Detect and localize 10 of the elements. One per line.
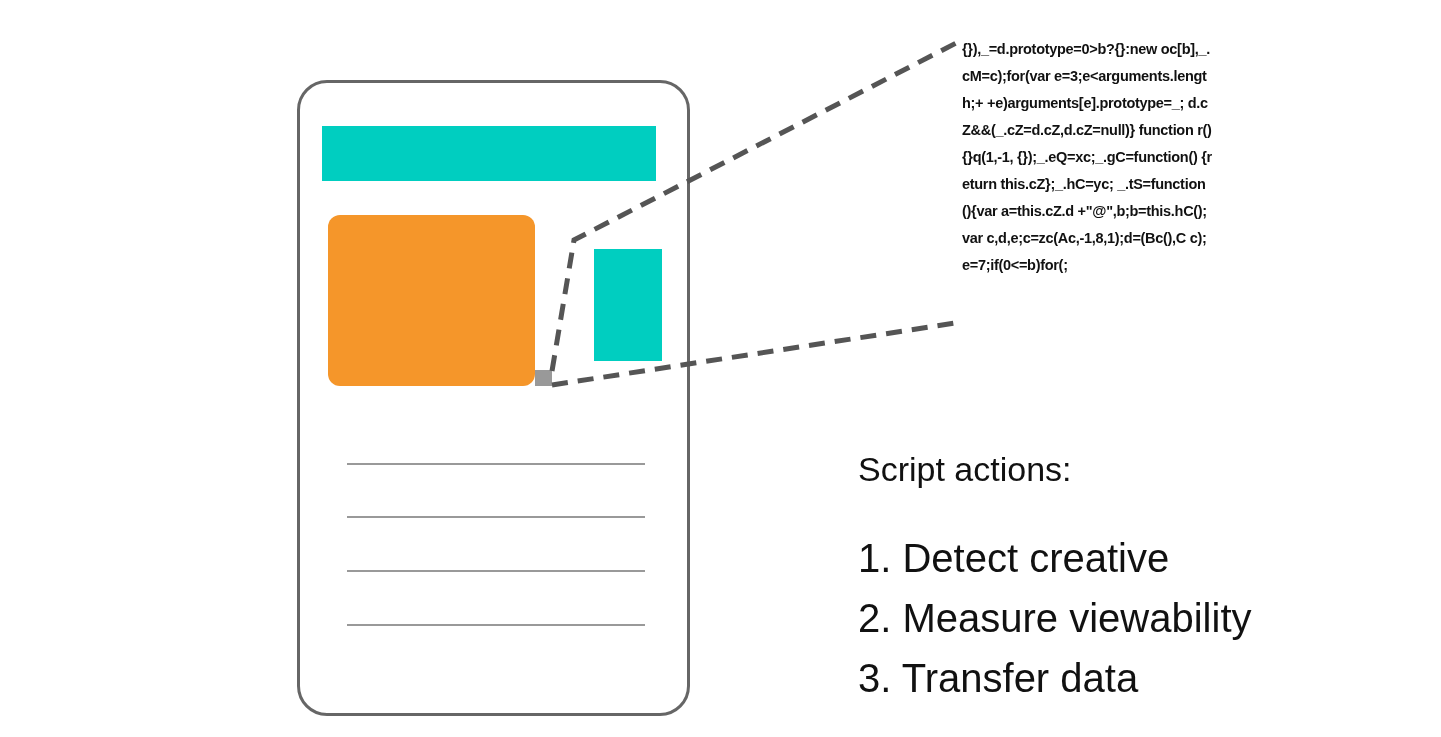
action-item: 3. Transfer data <box>858 656 1139 701</box>
action-item: 2. Measure viewability <box>858 596 1252 641</box>
header-banner <box>322 126 656 181</box>
ad-creative <box>328 215 535 386</box>
list-heading: Script actions: <box>858 450 1072 489</box>
action-item: 1. Detect creative <box>858 536 1170 581</box>
code-snippet: {}),_=d.prototype=0>b?{}:new oc[b],_.cM=c);for(var e=3;e<arguments.length;+ +e)arguments[e].prototype=_; d.cZ&&(_.cZ=d.cZ,d.cZ=null)} function r(){}q(1,-1, {});_.eQ=xc;_.gC=function() {return this.cZ};_.hC=yc; _.tS=function(){var a=this.cZ.d +"@",b;b=this.hC();var c,d,e;c=zc(Ac,-1,8,1);d=(Bc(),C c);e=7;if(0<=b)for(; <box>962 36 1212 326</box>
sidebar-block <box>594 249 662 361</box>
script-pixel <box>535 370 552 386</box>
phone-outline <box>297 80 690 716</box>
